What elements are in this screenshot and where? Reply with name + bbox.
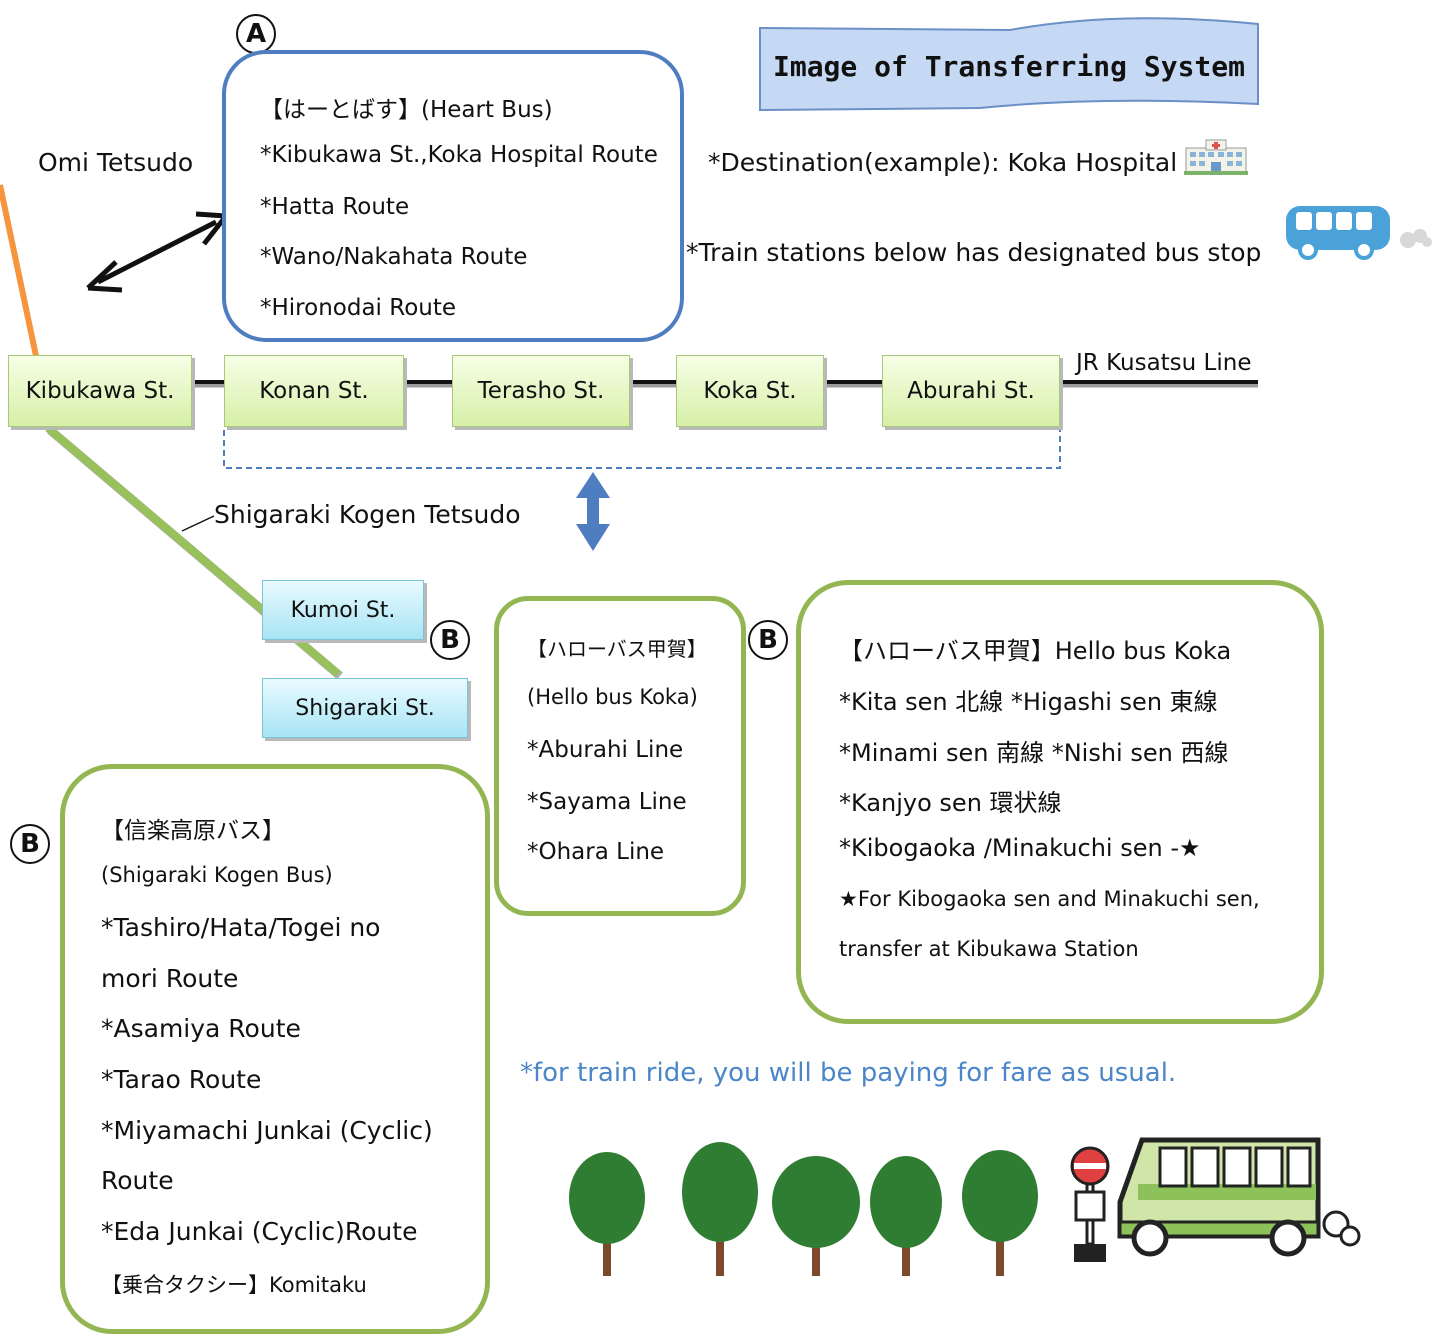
label-b: B (748, 620, 788, 660)
station-konan: Konan St. (224, 355, 404, 427)
stations-note: *Train stations below has designated bus… (686, 238, 1262, 267)
omi-tetsudo-label: Omi Tetsudo (38, 148, 194, 177)
station-aburahi: Aburahi St. (882, 355, 1060, 427)
hello-bus-large-line: *Kita sen 北線 *Higashi sen 東線 (839, 688, 1218, 716)
tree-icon (569, 1152, 645, 1276)
omi-tetsudo-line (0, 184, 39, 357)
jr-kusatsu-label: JR Kusatsu Line (1076, 350, 1252, 376)
heart-bus-box: 【はーとばす】(Heart Bus) *Kibukawa St.,Koka Ho… (222, 50, 684, 342)
komitaku-label: 【乗合タクシー】Komitaku (101, 1273, 367, 1297)
hospital-icon (1184, 139, 1248, 175)
shigaraki-bus-subtitle: (Shigaraki Kogen Bus) (101, 863, 333, 887)
station-bracket (223, 430, 1061, 469)
shigaraki-bus-line: mori Route (101, 964, 239, 993)
label-b: B (430, 620, 470, 660)
station-kibukawa: Kibukawa St. (8, 355, 192, 427)
shigaraki-kogen-label: Shigaraki Kogen Tetsudo (214, 500, 521, 529)
hello-bus-small-line: *Aburahi Line (527, 737, 684, 763)
tree-icon (682, 1142, 758, 1276)
station-kumoi: Kumoi St. (262, 580, 424, 640)
destination-note: *Destination(example): Koka Hospital (708, 148, 1178, 177)
label-b: B (10, 824, 50, 864)
hello-bus-small-title: 【ハローバス甲賀】 (527, 637, 707, 661)
hello-bus-large-line: 【ハローバス甲賀】Hello bus Koka (839, 637, 1232, 665)
heart-bus-route: *Wano/Nakahata Route (260, 244, 528, 270)
tree-row (569, 1142, 1038, 1276)
hello-bus-small-line: *Sayama Line (527, 789, 687, 815)
heart-bus-route: *Kibukawa St.,Koka Hospital Route (260, 142, 658, 168)
hello-bus-large-line: *Kibogaoka /Minakuchi sen -★ (839, 834, 1201, 862)
hello-bus-large-note: transfer at Kibukawa Station (839, 937, 1139, 961)
bus-icon (1286, 206, 1432, 260)
heart-bus-title: 【はーとばす】(Heart Bus) (260, 97, 553, 123)
station-shigaraki: Shigaraki St. (262, 678, 468, 738)
shigaraki-bus-line: *Eda Junkai (Cyclic)Route (101, 1217, 418, 1246)
title-banner (759, 17, 1259, 112)
double-arrow-b (576, 472, 610, 551)
page-title: Image of Transferring System (772, 50, 1245, 83)
shigaraki-bus-line: *Asamiya Route (101, 1014, 301, 1043)
tree-icon (962, 1150, 1038, 1276)
station-koka: Koka St. (676, 355, 824, 427)
double-arrow-a (86, 211, 228, 293)
heart-bus-route: *Hatta Route (260, 194, 410, 220)
shigaraki-bus-title: 【信楽高原バス】 (101, 818, 285, 844)
green-bus-icon (1117, 1137, 1361, 1257)
hello-bus-large-line: *Minami sen 南線 *Nishi sen 西線 (839, 739, 1229, 767)
bus-stop-icon (1070, 1146, 1110, 1262)
hello-bus-large-note: ★For Kibogaoka sen and Minakuchi sen, (839, 887, 1260, 911)
hello-bus-large-box: 【ハローバス甲賀】Hello bus Koka *Kita sen 北線 *Hi… (796, 580, 1324, 1024)
station-terasho: Terasho St. (452, 355, 630, 427)
hello-bus-small-box: 【ハローバス甲賀】 (Hello bus Koka) *Aburahi Line… (494, 596, 746, 916)
shigaraki-bus-line: *Tashiro/Hata/Togei no (101, 913, 381, 942)
shigaraki-bus-line: *Miyamachi Junkai (Cyclic) (101, 1116, 433, 1145)
shigaraki-bus-line: *Tarao Route (101, 1065, 262, 1094)
tree-icon (772, 1156, 860, 1276)
shigaraki-bus-box: 【信楽高原バス】 (Shigaraki Kogen Bus) *Tashiro/… (60, 764, 490, 1334)
fare-note: *for train ride, you will be paying for … (520, 1058, 1177, 1088)
shigaraki-leader (181, 515, 215, 532)
hello-bus-small-subtitle: (Hello bus Koka) (527, 685, 698, 709)
label-a: A (236, 14, 276, 54)
shigaraki-bus-line: Route (101, 1166, 174, 1195)
hello-bus-large-line: *Kanjyo sen 環状線 (839, 789, 1062, 817)
hello-bus-small-line: *Ohara Line (527, 839, 665, 865)
heart-bus-route: *Hironodai Route (260, 295, 457, 321)
tree-icon (870, 1156, 942, 1276)
